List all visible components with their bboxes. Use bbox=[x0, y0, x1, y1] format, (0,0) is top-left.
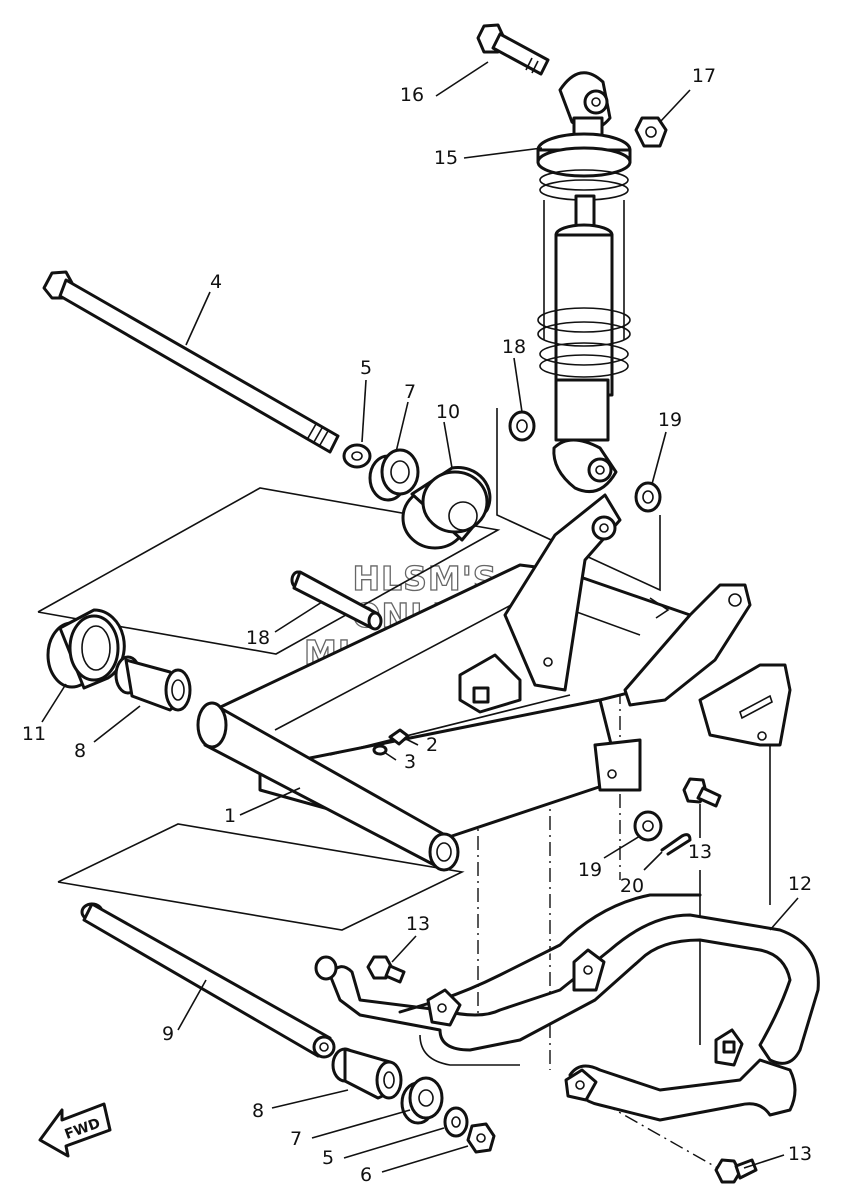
callout-1: 1 bbox=[224, 805, 236, 827]
rear-guard-bracket-1 bbox=[572, 948, 606, 992]
callout-13-lower: 13 bbox=[788, 1143, 812, 1165]
watermark-line-1: HLSM'S bbox=[352, 559, 497, 598]
guard-bolt-upper[interactable] bbox=[682, 777, 722, 808]
callout-17: 18 bbox=[246, 627, 270, 649]
bearing-collar[interactable] bbox=[401, 466, 492, 550]
grease-nipple-washer[interactable] bbox=[372, 744, 388, 756]
callout-5-upper: 5 bbox=[360, 357, 372, 379]
pivot-bolt[interactable] bbox=[42, 270, 340, 454]
lower-shaft[interactable] bbox=[80, 902, 336, 1059]
callout-15: 16 bbox=[400, 84, 424, 106]
callout-8-lower: 8 bbox=[252, 1100, 264, 1122]
callout-14: 15 bbox=[434, 147, 458, 169]
shock-upper-bolt[interactable] bbox=[476, 23, 550, 76]
bracket-lower-shaft bbox=[57, 823, 465, 931]
callout-13-left: 13 bbox=[406, 913, 430, 935]
leader-lines bbox=[41, 61, 799, 1173]
callout-12: 12 bbox=[788, 873, 812, 895]
front-bushing[interactable] bbox=[114, 655, 192, 712]
callout-11: 11 bbox=[22, 723, 46, 745]
callout-7-lower: 7 bbox=[290, 1128, 302, 1150]
callout-6: 6 bbox=[360, 1164, 372, 1186]
callout-20: 20 bbox=[620, 875, 644, 897]
shock-washer-left[interactable] bbox=[508, 410, 536, 442]
axle-washer[interactable] bbox=[633, 810, 663, 842]
lower-washer[interactable] bbox=[443, 1106, 469, 1138]
rear-guard-bracket-4 bbox=[564, 1068, 598, 1102]
callout-10: 10 bbox=[436, 401, 460, 423]
callout-numbers: 4 5 7 10 16 17 15 18 19 18 11 8 2 3 1 13… bbox=[22, 65, 812, 1186]
callout-5-lower: 5 bbox=[322, 1147, 334, 1169]
shock-spring-coil bbox=[537, 307, 631, 333]
upper-oil-seal[interactable] bbox=[368, 448, 420, 502]
shock-washer-right[interactable] bbox=[634, 481, 662, 513]
pivot-collar-pin[interactable] bbox=[290, 570, 383, 631]
lower-nut[interactable] bbox=[466, 1122, 496, 1154]
callout-13-upper: 13 bbox=[688, 841, 712, 863]
callout-9: 9 bbox=[162, 1023, 174, 1045]
upper-washer[interactable] bbox=[342, 443, 372, 469]
guard-spacer bbox=[314, 955, 338, 981]
callout-4: 4 bbox=[210, 271, 222, 293]
forward-direction-arrow: FWD bbox=[38, 1102, 112, 1158]
callout-2: 2 bbox=[426, 734, 438, 756]
bracket-front-bushings bbox=[37, 487, 501, 655]
callout-18-left: 18 bbox=[502, 336, 526, 358]
guard-bolt-left[interactable] bbox=[314, 955, 406, 984]
rear-arm[interactable] bbox=[196, 493, 792, 872]
rear-guard-lower-bar bbox=[568, 1058, 797, 1122]
rear-shock-absorber[interactable] bbox=[536, 71, 632, 493]
callout-18-right: 19 bbox=[658, 409, 682, 431]
rear-arm-rear-plate bbox=[623, 583, 752, 707]
front-bushing-collar[interactable] bbox=[46, 608, 126, 690]
guard-bolt-lower[interactable] bbox=[714, 1158, 758, 1184]
shock-upper-nut[interactable] bbox=[634, 116, 668, 148]
lower-oil-seal[interactable] bbox=[400, 1076, 444, 1125]
lower-bushing[interactable] bbox=[331, 1047, 403, 1100]
rear-guard-bracket-3 bbox=[426, 988, 462, 1027]
rear-arm-lower-tab bbox=[593, 738, 642, 792]
fwd-arrow-icon bbox=[38, 1102, 112, 1158]
callout-8-upper: 8 bbox=[74, 740, 86, 762]
pivot-bolt-shaft bbox=[58, 278, 340, 454]
callout-16: 17 bbox=[692, 65, 716, 87]
callout-3: 3 bbox=[404, 751, 416, 773]
callout-7-upper: 7 bbox=[404, 381, 416, 403]
rear-arm-axle-plate bbox=[698, 663, 792, 747]
cotter-pin[interactable] bbox=[660, 833, 692, 856]
shock-body bbox=[554, 233, 614, 397]
callout-19: 19 bbox=[578, 859, 602, 881]
rear-guard[interactable] bbox=[328, 893, 820, 1122]
